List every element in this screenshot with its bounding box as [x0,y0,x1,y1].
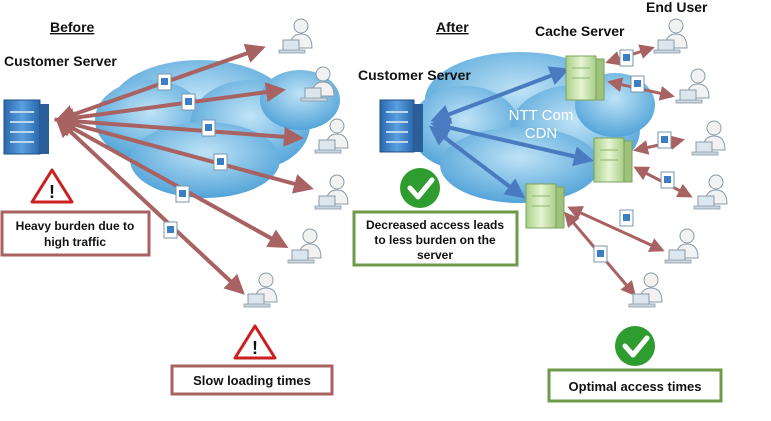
cdn-label-line-2: CDN [525,125,558,142]
cache-server-label: Cache Server [535,23,625,39]
after-check-icon-2 [615,326,655,366]
after-blue-arrows [428,66,594,199]
before-warning-icon-2: ! [233,324,277,360]
before-slow-text: Slow loading times [193,373,311,388]
cdn-label-line-1: NTT Com [509,107,574,124]
decreased-line-1: Decreased access leads [366,218,504,232]
before-burden-line-2: high traffic [44,235,106,249]
before-panel: ! ! Before Customer Server Heavy burden … [0,18,349,396]
cache-server-icon-2 [593,137,633,183]
svg-text:!: ! [49,182,55,202]
after-decreased-box: Decreased access leads to less burden on… [352,210,519,267]
decreased-line-2: to less burden on the [374,233,496,247]
svg-text:!: ! [252,338,258,358]
before-cloud [95,60,340,198]
before-burden-box: Heavy burden due to high traffic [0,210,151,257]
after-check-icon-1 [400,168,440,208]
decreased-line-3: server [417,248,453,262]
before-customer-server-icon [3,99,49,155]
after-server-label: Customer Server [358,67,471,83]
before-heading: Before [50,19,95,35]
before-burden-line-1: Heavy burden due to [16,219,135,233]
after-optimal-box: Optimal access times [547,368,723,403]
cache-server-icon-3 [525,183,565,229]
before-server-label: Customer Server [4,53,117,69]
after-customer-server-icon [379,99,423,153]
after-user-icons [628,18,728,308]
before-warning-icon-1: ! [30,168,74,204]
end-user-label: End User [646,0,708,15]
after-panel: After Customer Server Cache Server End U… [352,0,728,403]
before-slow-box: Slow loading times [170,364,334,396]
after-heading: After [436,19,469,35]
before-red-arrows [54,43,314,295]
cache-server-icon-1 [565,55,605,101]
optimal-text: Optimal access times [569,379,702,394]
